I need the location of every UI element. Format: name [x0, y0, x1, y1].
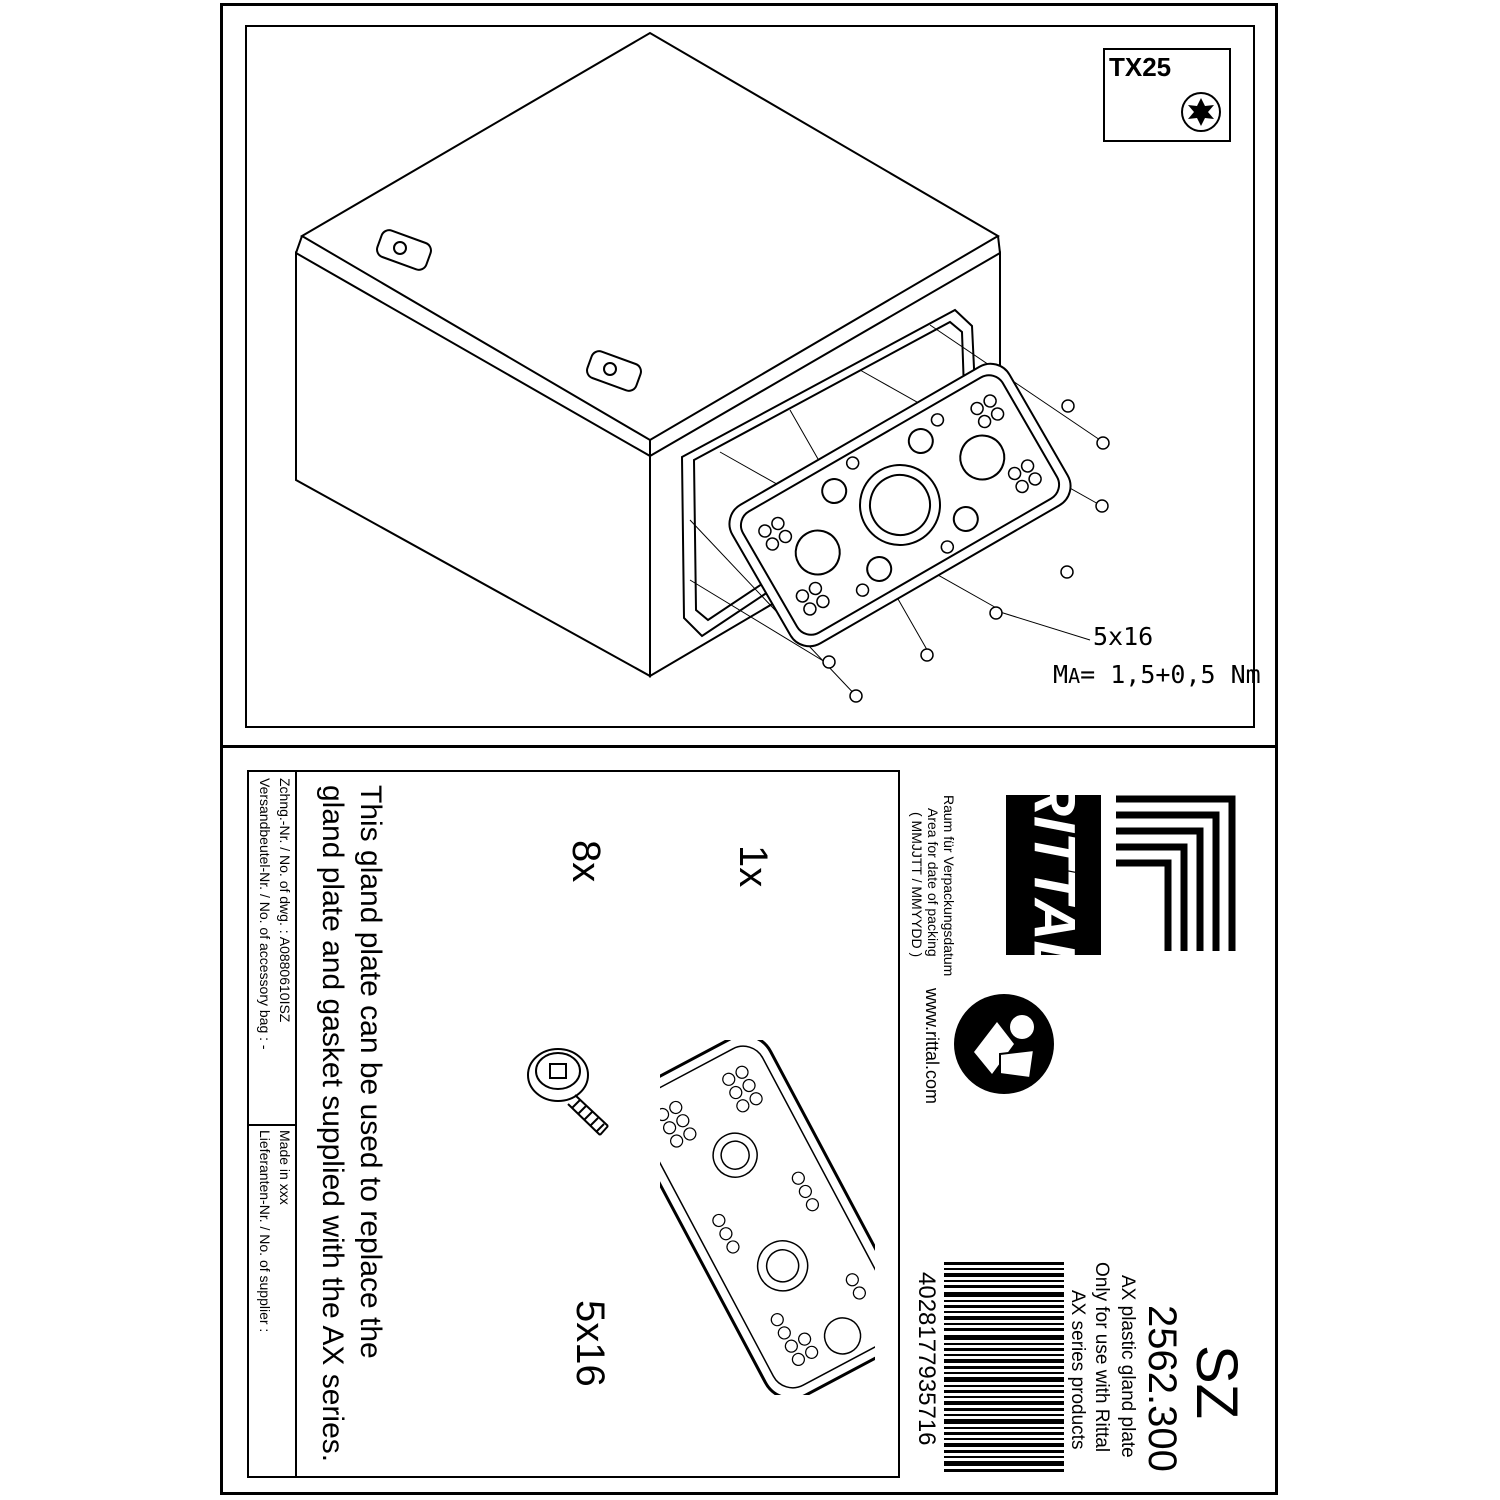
product-name: AX plastic gland plate — [1117, 1275, 1138, 1458]
description-line2: gland plate and gasket supplied with the… — [316, 785, 349, 1463]
gland-plate-illustration — [660, 1040, 875, 1395]
product-code: SZ — [1184, 1345, 1249, 1420]
screw-size-label: 5x16 — [1093, 622, 1154, 651]
instruction-sheet — [220, 3, 1278, 1495]
drawing-number: Zchng.-Nr. / No. of dwg. : A0880610ISZ — [277, 778, 293, 1023]
assembly-drawing-frame — [245, 25, 1255, 728]
tool-label: TX25 — [1109, 52, 1172, 82]
plate-quantity: 1x — [731, 845, 775, 888]
torx-drive-icon — [1181, 92, 1221, 132]
screw-illustration — [527, 1048, 609, 1136]
section-divider — [220, 745, 1278, 748]
packing-date-line2: Area for date of packing — [925, 808, 941, 957]
torque-spec: MA= 1,5+0,5 Nm — [1053, 660, 1261, 689]
product-note-2: AX series products — [1067, 1290, 1088, 1450]
product-note-1: Only for use with Rittal — [1091, 1262, 1112, 1453]
barcode — [944, 1262, 1064, 1472]
website: www.rittal.com — [922, 988, 942, 1105]
accessory-bag-number: Versandbeutel-Nr. / No. of accessory bag… — [257, 778, 273, 1050]
packing-date-line3: ( MMJJTT / MMYYDD ) — [909, 812, 925, 958]
packing-date-line1: Raum für Verpackungsdatum — [941, 795, 957, 977]
description-line1: This gland plate can be used to replace … — [354, 785, 387, 1359]
enclosure-assembly-drawing — [295, 31, 1110, 703]
footer-split — [247, 1124, 297, 1126]
screw-quantity: 8x — [564, 840, 608, 883]
made-in: Made in xxx — [277, 1130, 293, 1205]
supplier-number: Lieferanten-Nr. / No. of supplier : — [257, 1130, 273, 1333]
barcode-number: 4028177935716 — [913, 1272, 940, 1446]
brand-name: RITTAL — [1022, 795, 1087, 955]
tool-spec-box: TX25 — [1103, 48, 1231, 142]
rittal-logo: RITTAL — [1006, 795, 1236, 955]
screw-size: 5x16 — [568, 1300, 612, 1387]
read-instructions-icon — [954, 994, 1054, 1094]
product-number: 2562.300 — [1140, 1305, 1184, 1472]
